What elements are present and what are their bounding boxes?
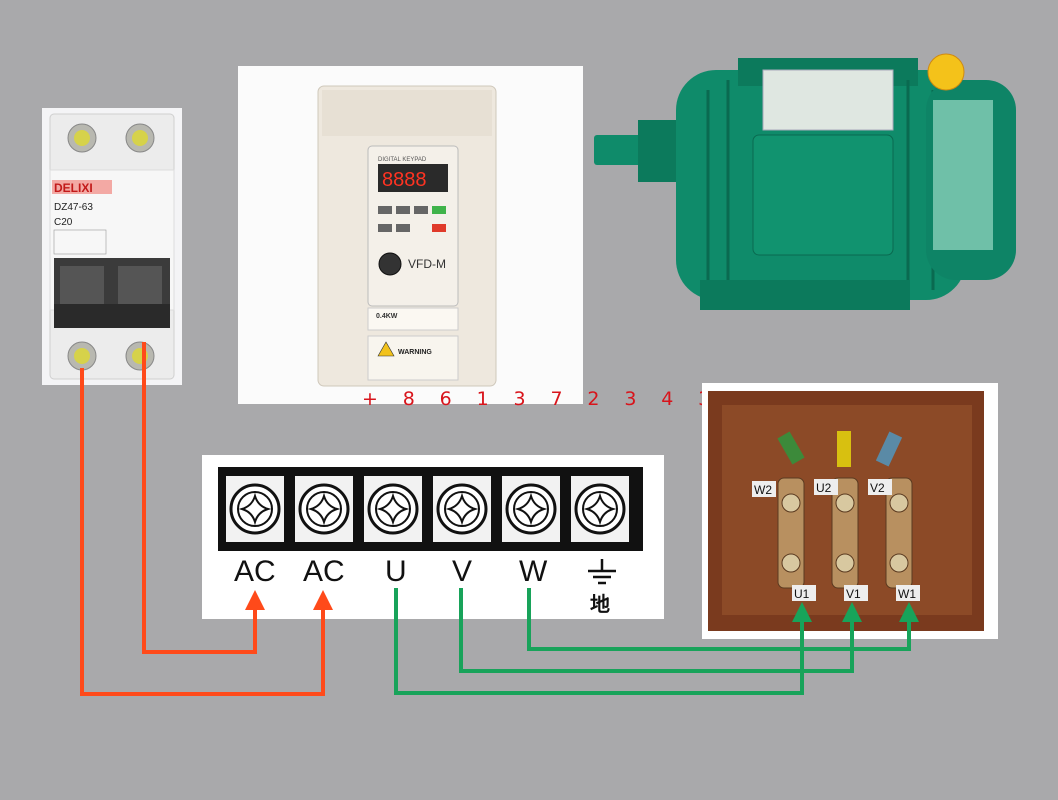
- breaker-rating: C20: [54, 217, 73, 228]
- breaker-brand: DELIXI: [54, 181, 93, 195]
- motor-terminal-box-illustration: W2 U2 V2 U1 V1 W1: [708, 391, 984, 631]
- terminal-label-u: U: [385, 555, 407, 588]
- terminal-block-panel: AC AC U V W 地: [202, 455, 664, 619]
- vfd-inverter-illustration: DIGITAL KEYPAD 8888 VFD-M 0.4KW WARNING: [317, 85, 497, 387]
- box-label-u2: U2: [816, 481, 832, 495]
- box-label-u1: U1: [794, 587, 810, 601]
- ground-icon: [588, 559, 616, 585]
- breaker-model: DZ47-63: [54, 202, 93, 213]
- motor-panel: [588, 40, 1048, 340]
- vfd-power: 0.4KW: [376, 313, 398, 320]
- terminal-label-ac-1: AC: [234, 555, 276, 588]
- vfd-model: VFD-M: [408, 257, 446, 271]
- box-label-w2: W2: [754, 483, 772, 497]
- vfd-warning: WARNING: [398, 349, 432, 356]
- box-label-v2: V2: [870, 481, 885, 495]
- ground-label: 地: [590, 594, 610, 616]
- vfd-display: 8888: [382, 169, 427, 191]
- vfd-inverter-panel: DIGITAL KEYPAD 8888 VFD-M 0.4KW WARNING: [238, 66, 583, 404]
- motor-terminal-box-panel: W2 U2 V2 U1 V1 W1: [702, 383, 998, 639]
- box-label-w1: W1: [898, 587, 916, 601]
- box-label-v1: V1: [846, 587, 861, 601]
- circuit-breaker-illustration: DELIXI DZ47-63 C20: [49, 113, 175, 380]
- terminal-label-v: V: [452, 555, 473, 588]
- terminal-label-ac-2: AC: [303, 555, 345, 588]
- circuit-breaker-panel: DELIXI DZ47-63 C20: [42, 108, 182, 385]
- keypad-header: DIGITAL KEYPAD: [378, 157, 427, 163]
- terminal-label-w: W: [519, 555, 548, 588]
- motor-illustration: [594, 53, 1016, 310]
